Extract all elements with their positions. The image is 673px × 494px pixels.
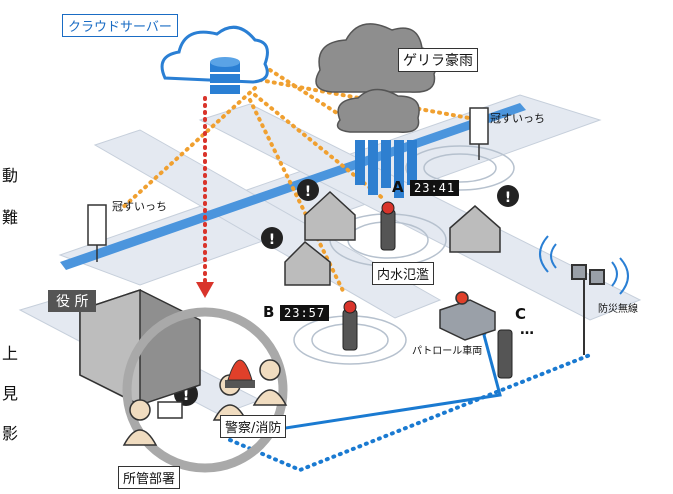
edge-text-2: 難 bbox=[2, 208, 19, 227]
laptop-icon bbox=[157, 401, 183, 419]
house-icon bbox=[284, 190, 501, 286]
ripples-top bbox=[405, 145, 515, 191]
svg-text:!: ! bbox=[305, 184, 311, 200]
network-ring bbox=[122, 307, 288, 473]
siren-icon bbox=[225, 359, 255, 388]
red-link-arrow bbox=[196, 282, 214, 298]
svg-text:!: ! bbox=[183, 386, 190, 404]
svg-text:!: ! bbox=[269, 232, 275, 248]
patrol-vehicle-icon bbox=[439, 291, 496, 341]
blue-patrol-link bbox=[239, 319, 502, 437]
rain-icon bbox=[355, 140, 417, 198]
edge-text-5: 影 bbox=[2, 424, 19, 443]
police-label: 警察/消防 bbox=[220, 415, 287, 438]
sensor-c-more: … bbox=[520, 322, 534, 338]
cover-switch-devices bbox=[87, 107, 489, 262]
cloud-server-icon bbox=[160, 25, 269, 84]
blue-dotted-link bbox=[228, 353, 592, 473]
sensor-a-id: A bbox=[392, 178, 404, 196]
person-icons bbox=[122, 359, 288, 446]
flood-label: 内水氾濫 bbox=[372, 262, 435, 285]
svg-text:!: ! bbox=[505, 190, 511, 206]
sensor-b-id: B bbox=[263, 303, 275, 321]
sensor-b-time: 23:57 bbox=[280, 305, 330, 321]
sensor-a-time: 23:41 bbox=[410, 180, 460, 196]
radio-waves bbox=[539, 235, 629, 295]
sensor-c-id: C bbox=[515, 305, 527, 323]
radio-tower-icon bbox=[571, 264, 605, 355]
edge-text-4: 見 bbox=[2, 384, 19, 403]
dept-label: 所管部署 bbox=[118, 466, 181, 489]
cover-switch-label-2: 冠すいっち bbox=[112, 200, 167, 213]
cover-switch-label-1: 冠すいっち bbox=[490, 112, 545, 125]
office-label: 役 所 bbox=[48, 290, 97, 312]
radio-label: 防災無線 bbox=[598, 304, 638, 315]
database-icon bbox=[210, 57, 240, 94]
edge-text-1: 動 bbox=[2, 166, 19, 185]
cloud-server-label: クラウドサーバー bbox=[62, 14, 178, 37]
sensor-posts bbox=[342, 201, 513, 379]
storm-cloud-icon bbox=[315, 23, 438, 133]
edge-text-3: 上 bbox=[2, 344, 19, 363]
rain-label: ゲリラ豪雨 bbox=[398, 48, 478, 72]
patrol-label: パトロール車両 bbox=[412, 346, 483, 357]
